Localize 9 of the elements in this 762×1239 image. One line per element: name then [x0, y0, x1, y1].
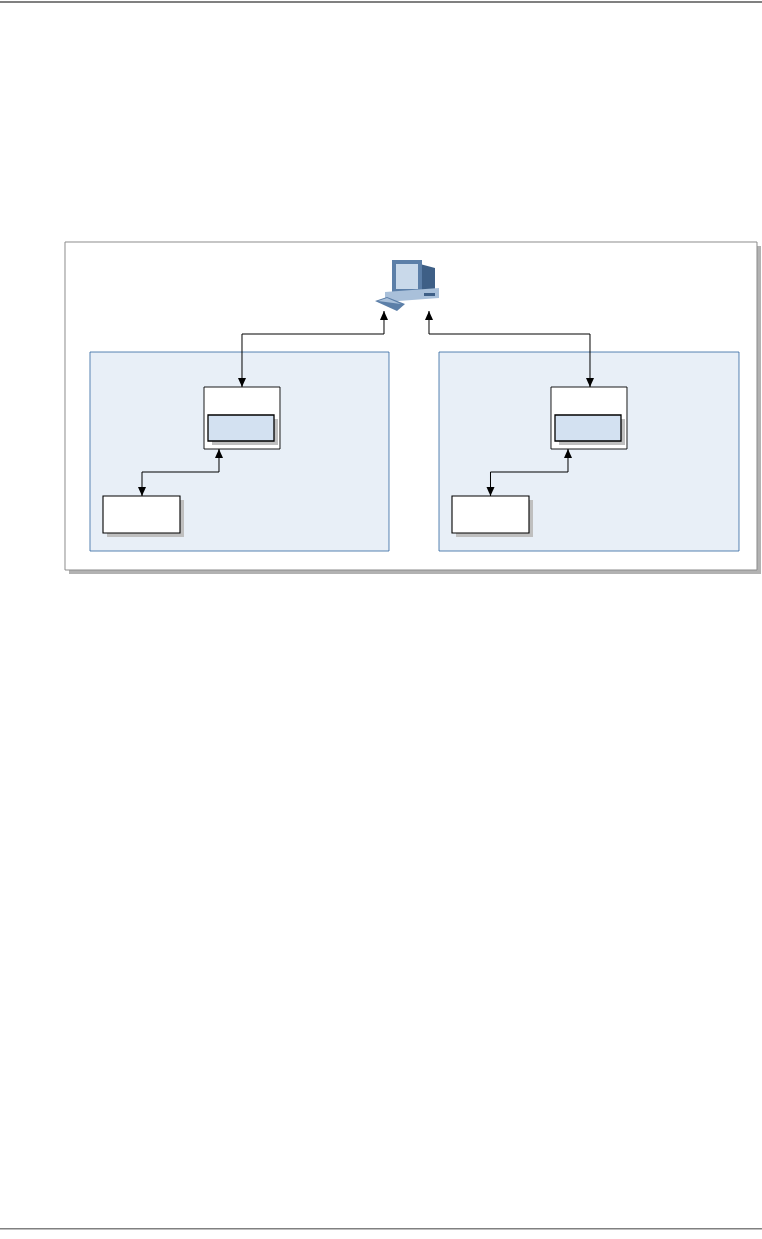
inner-box — [207, 414, 278, 445]
arrow — [238, 310, 388, 388]
component-box — [102, 495, 184, 537]
arrow — [138, 448, 223, 497]
arrow — [425, 310, 594, 388]
component-box — [451, 495, 533, 537]
inner-box — [554, 414, 625, 445]
picture — [375, 260, 439, 311]
arrow — [486, 448, 572, 497]
